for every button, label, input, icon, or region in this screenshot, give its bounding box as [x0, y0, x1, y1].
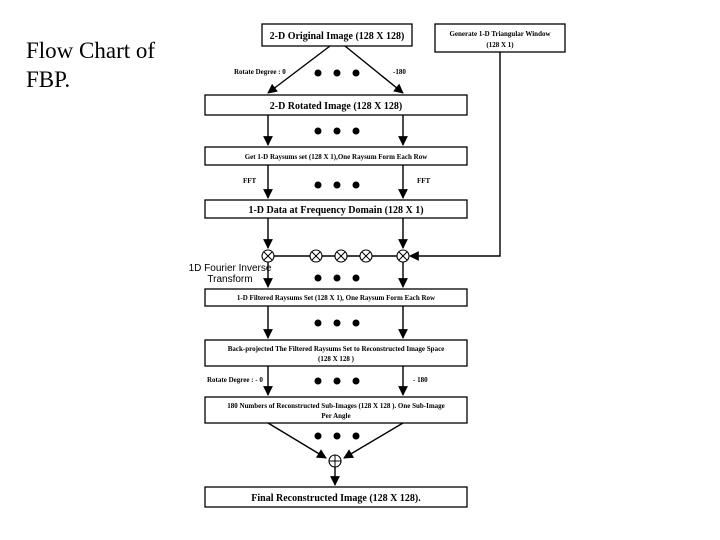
- final-image-label: Final Reconstructed Image (128 X 128).: [251, 493, 421, 504]
- subimages-label-line2: Per Angle: [321, 412, 350, 420]
- fft-label-left: FFT: [243, 177, 257, 185]
- filtered-raysums-box: 1-D Filtered Raysums Set (128 X 1), One …: [204, 288, 468, 307]
- frequency-domain-label: 1-D Data at Frequency Domain (128 X 1): [248, 205, 423, 216]
- arrow-rotate-left: [267, 45, 331, 94]
- backprojection-box: Back-projected The Filtered Raysums Set …: [204, 339, 468, 367]
- raysums-label: Get 1-D Raysums set (128 X 1),One Raysum…: [245, 153, 429, 161]
- multiplier-icon: [359, 249, 373, 263]
- ellipsis-dots: [314, 181, 360, 189]
- multiplier-icon: [309, 249, 323, 263]
- window-feed-arrow: [409, 52, 501, 261]
- rotate-degree-label-2: Rotate Degree : - 0: [207, 376, 263, 384]
- arrow-rotate-right: [344, 45, 404, 94]
- ifft-label-line2: Transform: [207, 274, 252, 285]
- original-image-label: 2-D Original Image (128 X 128): [270, 31, 405, 42]
- frequency-domain-box: 1-D Data at Frequency Domain (128 X 1): [204, 199, 468, 219]
- triangular-window-label-line1: Generate 1-D Triangular Window: [449, 30, 551, 38]
- multiplier-icon: [396, 249, 410, 263]
- ifft-label-line1: 1D Fourier Inverse: [189, 263, 272, 274]
- raysums-box: Get 1-D Raysums set (128 X 1),One Raysum…: [204, 146, 468, 166]
- arrow-sum-left: [267, 422, 327, 459]
- rotate-degree-label-1: Rotate Degree : 0: [234, 68, 286, 76]
- subimages-label-line1: 180 Numbers of Reconstructed Sub-Images …: [227, 402, 445, 410]
- ellipsis-dots: [314, 69, 360, 77]
- triangular-window-label-line2: (128 X 1): [486, 41, 514, 49]
- ellipsis-dots: [314, 127, 360, 135]
- arrow-sum-right: [343, 422, 404, 459]
- multiplier-icon: [334, 249, 348, 263]
- backprojection-label-line1: Back-projected The Filtered Raysums Set …: [228, 345, 445, 353]
- original-image-box: 2-D Original Image (128 X 128): [261, 23, 413, 47]
- rotated-image-label: 2-D Rotated Image (128 X 128): [270, 101, 402, 112]
- slide-title-line2: FBP.: [26, 67, 71, 92]
- subimages-box: 180 Numbers of Reconstructed Sub-Images …: [204, 396, 468, 424]
- summation-icon: [328, 454, 342, 468]
- ellipsis-dots: [314, 377, 360, 385]
- final-image-box: Final Reconstructed Image (128 X 128).: [204, 486, 468, 508]
- rotated-image-box: 2-D Rotated Image (128 X 128): [204, 94, 468, 116]
- triangular-window-box: Generate 1-D Triangular Window (128 X 1): [434, 23, 566, 53]
- filtered-raysums-label: 1-D Filtered Raysums Set (128 X 1), One …: [237, 294, 436, 302]
- multiplier-icon: [261, 249, 275, 263]
- rotate-degree-end-2: - 180: [413, 376, 428, 384]
- ellipsis-dots: [314, 432, 360, 440]
- slide-title-line1: Flow Chart of: [26, 38, 156, 63]
- ellipsis-dots: [314, 319, 360, 327]
- fft-label-right: FFT: [417, 177, 431, 185]
- slide-title: Flow Chart of FBP.: [26, 36, 196, 94]
- backprojection-label-line2: (128 X 128 ): [318, 355, 355, 363]
- ellipsis-dots: [314, 274, 360, 282]
- rotate-degree-end-1: -180: [393, 68, 406, 76]
